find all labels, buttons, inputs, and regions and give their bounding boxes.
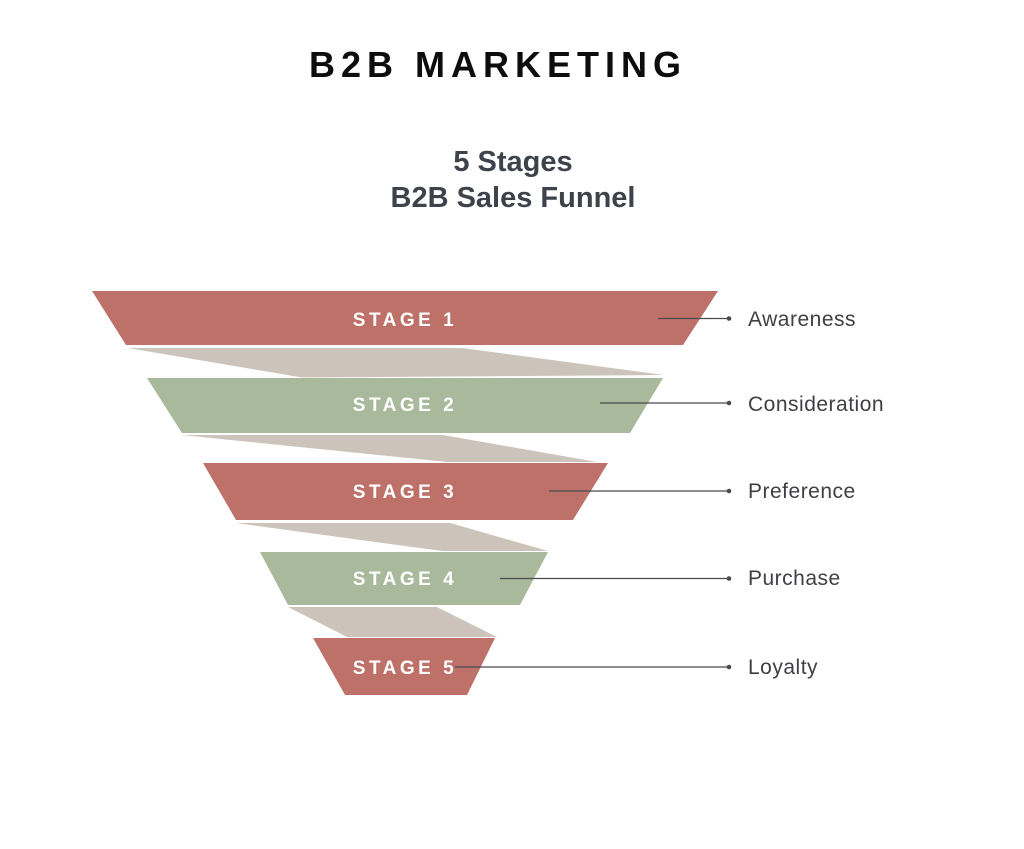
ribbon-connector-4 bbox=[288, 607, 497, 637]
page-title: B2B MARKETING bbox=[309, 44, 687, 85]
funnel-stage-3-label: STAGE 3 bbox=[353, 482, 457, 503]
funnel-stage-1-label: STAGE 1 bbox=[353, 310, 457, 331]
connector-line-2-endpoint bbox=[726, 400, 732, 406]
funnel-stage-2-label: STAGE 2 bbox=[353, 395, 457, 416]
ribbon-connector-1 bbox=[128, 348, 664, 378]
subtitle-line-1: 5 Stages bbox=[453, 146, 572, 178]
outcome-label-purchase: Purchase bbox=[748, 567, 841, 590]
funnel-stage-4-label: STAGE 4 bbox=[353, 569, 457, 590]
ribbon-connector-3 bbox=[236, 523, 548, 551]
funnel-stage-5-label: STAGE 5 bbox=[353, 658, 457, 679]
connector-line-5-endpoint bbox=[726, 664, 732, 670]
funnel-stage-3-shape bbox=[203, 463, 608, 520]
subtitle-line-2: B2B Sales Funnel bbox=[391, 182, 636, 214]
connector-line-3-endpoint bbox=[726, 488, 732, 494]
outcome-label-consideration: Consideration bbox=[748, 393, 884, 416]
connector-line-4-endpoint bbox=[726, 576, 732, 581]
funnel-stage-2-shape bbox=[147, 378, 663, 433]
funnel-stage-4-shape bbox=[260, 552, 548, 605]
outcome-label-loyalty: Loyalty bbox=[748, 656, 818, 679]
connector-line-1-endpoint bbox=[726, 316, 732, 321]
funnel-stage-1-shape bbox=[92, 291, 718, 345]
outcome-label-awareness: Awareness bbox=[748, 308, 856, 331]
funnel-stage-5-shape bbox=[313, 638, 495, 695]
outcome-label-preference: Preference bbox=[748, 480, 856, 503]
ribbon-connector-2 bbox=[182, 435, 597, 462]
